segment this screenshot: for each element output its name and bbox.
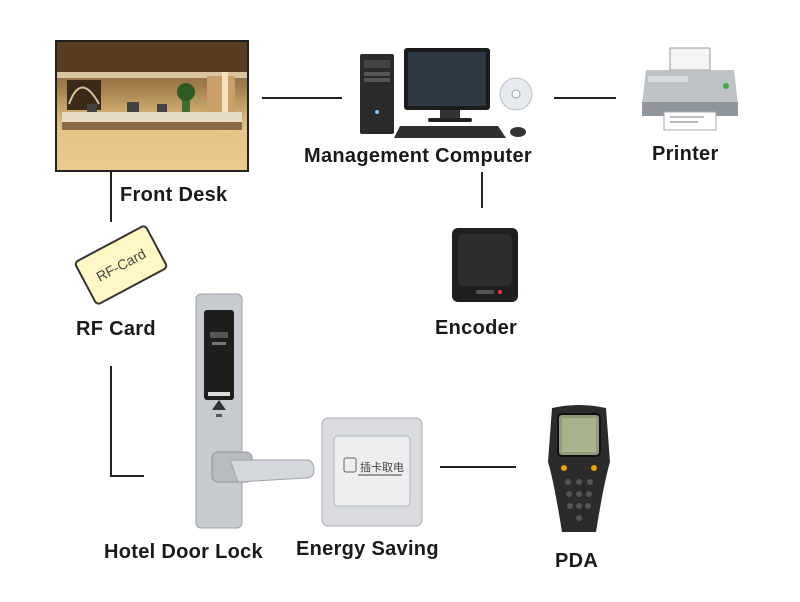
energy-saving-switch-text: 插卡取电 [360,461,404,474]
hotel-door-lock-label: Hotel Door Lock [104,541,263,563]
pda-icon [548,405,610,532]
connector-energy-pda [440,466,516,468]
pda-label: PDA [555,550,599,572]
energy-saving-switch-icon [321,417,423,527]
encoder-label: Encoder [435,317,518,339]
front-desk-illustration [57,42,247,170]
printer-icon [642,47,738,131]
front-desk-label: Front Desk [120,184,228,206]
management-computer-label: Management Computer [304,145,532,167]
energy-saving-label: Energy Saving [296,538,439,560]
connector-rfcard-lock-horizontal [110,475,144,477]
computer-icon [360,48,533,138]
connector-frontdesk-computer [262,97,342,99]
rf-card-text: RF-Card [93,245,149,285]
connector-frontdesk-rfcard [110,172,112,222]
front-desk-photo [55,40,249,172]
connector-rfcard-lock-vertical [110,366,112,476]
encoder-icon [452,228,518,302]
door-lock-icon [195,293,315,529]
rf-card: RF-Card [73,223,169,307]
printer-label: Printer [652,143,719,165]
connector-computer-encoder [481,172,483,208]
rf-card-label: RF Card [76,318,156,340]
connector-computer-printer [554,97,616,99]
